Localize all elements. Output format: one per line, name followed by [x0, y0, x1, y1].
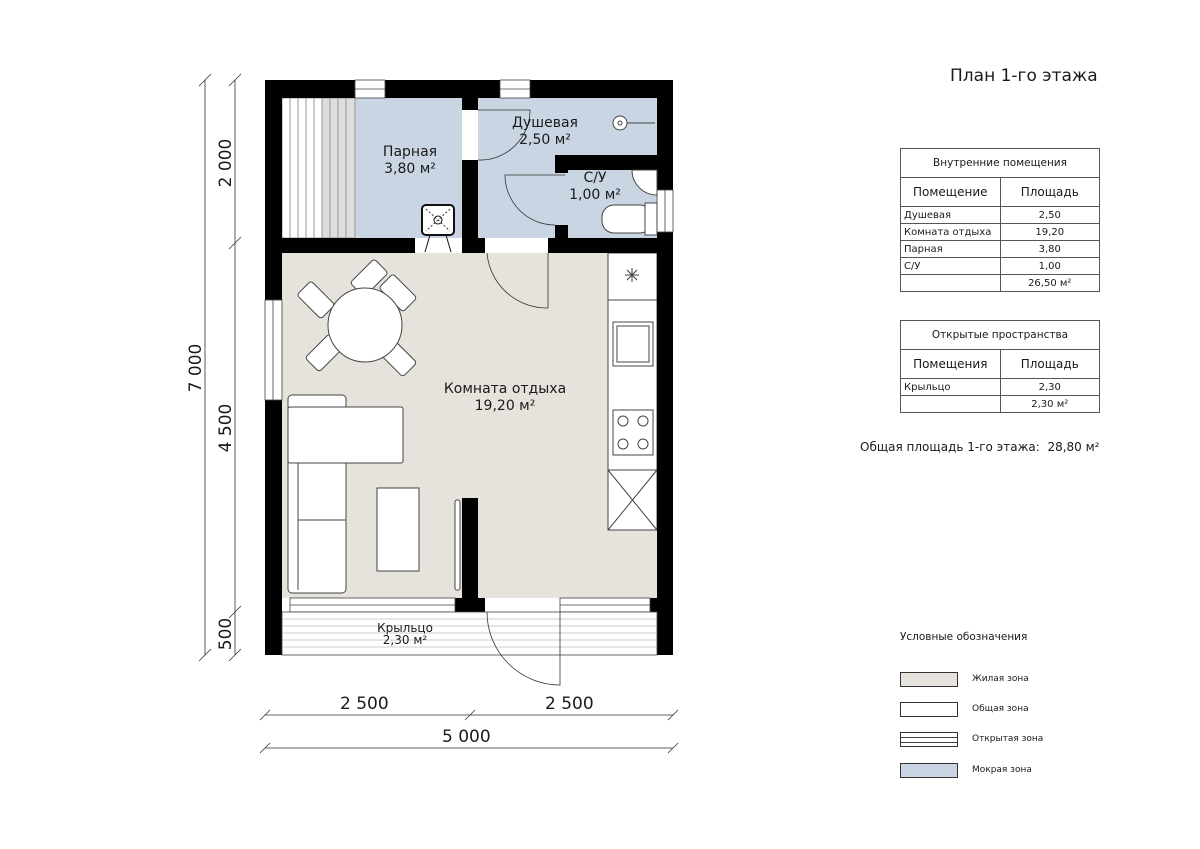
room-name: С/У	[583, 170, 607, 186]
column-header: Помещение	[900, 177, 1001, 207]
dining-table	[297, 259, 417, 377]
dim-2000: 2 000	[216, 138, 236, 188]
legend-swatch-open	[900, 732, 958, 747]
kitchen-counter	[607, 252, 658, 531]
legend-title: Условные обозначения	[900, 631, 1028, 643]
cell	[900, 395, 1001, 413]
legend-label: Открытая зона	[972, 734, 1044, 744]
cell: 19,20	[999, 223, 1100, 241]
column-header: Помещения	[900, 349, 1001, 379]
total-area-value: 28,80 м²	[1047, 440, 1100, 454]
room-name: Парная	[382, 144, 438, 160]
room-name: Комната отдыха	[443, 381, 567, 397]
cell: 2,50	[999, 206, 1100, 224]
cell: 2,30	[999, 378, 1100, 396]
windows	[264, 79, 674, 613]
cell: 1,00	[999, 257, 1100, 275]
total-area: Общая площадь 1-го этажа: 28,80 м²	[860, 440, 1099, 454]
cell	[900, 274, 1001, 292]
legend-swatch-living	[900, 672, 958, 687]
legend-label: Жилая зона	[972, 674, 1029, 684]
cooktop-icon	[612, 409, 654, 456]
legend-swatch-wet	[900, 763, 958, 778]
room-name: Крыльцо	[377, 621, 433, 635]
porch	[265, 611, 673, 656]
cell: С/У	[900, 257, 1001, 275]
room-area: 3,80 м²	[384, 161, 436, 177]
room-name: Душевая	[512, 115, 578, 131]
table-total-row: 26,50 м²	[900, 274, 1100, 292]
room-area: 19,20 м²	[474, 398, 536, 414]
table-total-row: 2,30 м²	[900, 395, 1100, 413]
dim-500: 500	[216, 617, 236, 651]
dim-2500-left: 2 500	[340, 694, 389, 714]
cell: Комната отдыха	[900, 223, 1001, 241]
room-area: 1,00 м²	[569, 187, 621, 203]
plumbing-fixtures	[601, 115, 658, 236]
legend-swatch-common	[900, 702, 958, 717]
total-area-label: Общая площадь 1-го этажа:	[860, 440, 1040, 454]
column-header: Площадь	[999, 349, 1100, 379]
page-title: План 1-го этажа	[950, 66, 1098, 86]
total-cell: 2,30 м²	[999, 395, 1100, 413]
legend-label: Общая зона	[972, 704, 1029, 714]
table-caption: Открытые пространства	[900, 320, 1100, 350]
sauna-bench	[281, 97, 356, 239]
sauna-stove-icon	[421, 204, 455, 253]
dim-4500: 4 500	[216, 403, 236, 453]
cell: Парная	[900, 240, 1001, 258]
dim-7000: 7 000	[186, 343, 206, 393]
sofa	[287, 394, 461, 594]
cell: Душевая	[900, 206, 1001, 224]
dim-2500-right: 2 500	[545, 694, 594, 714]
dim-5000: 5 000	[442, 727, 491, 747]
cell: Крыльцо	[900, 378, 1001, 396]
table-caption: Внутренние помещения	[900, 148, 1100, 178]
room-area: 2,30 м²	[382, 633, 428, 647]
room-area: 2,50 м²	[519, 132, 571, 148]
dimension-lines	[198, 73, 679, 754]
cell: 3,80	[999, 240, 1100, 258]
total-cell: 26,50 м²	[999, 274, 1100, 292]
doors	[477, 109, 565, 686]
column-header: Площадь	[999, 177, 1100, 207]
legend-label: Мокрая зона	[972, 765, 1032, 775]
